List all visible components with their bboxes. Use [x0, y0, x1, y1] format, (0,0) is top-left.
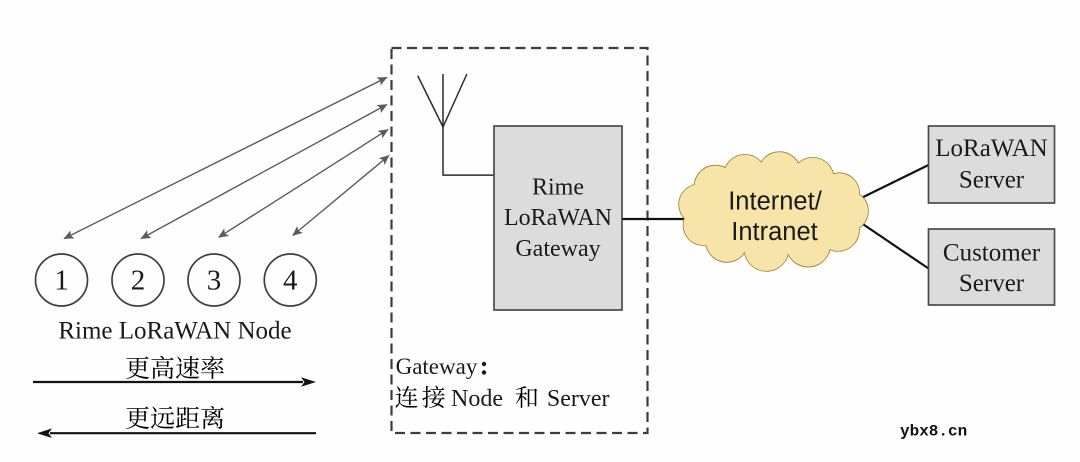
svg-text:Rime: Rime: [532, 175, 584, 201]
svg-text:Server: Server: [959, 167, 1025, 194]
svg-text:Server: Server: [959, 270, 1025, 297]
svg-text:Gateway: Gateway: [515, 236, 600, 262]
svg-text:Internet/: Internet/: [728, 188, 822, 216]
svg-text:LoRaWAN: LoRaWAN: [935, 135, 1047, 162]
svg-text:LoRaWAN: LoRaWAN: [504, 205, 612, 231]
svg-text:Gateway: Gateway: [396, 354, 478, 379]
svg-text:Server: Server: [547, 386, 610, 412]
svg-text:Customer: Customer: [943, 240, 1041, 267]
svg-text:2: 2: [131, 265, 146, 297]
svg-text:Intranet: Intranet: [731, 218, 817, 246]
svg-text:4: 4: [283, 265, 298, 297]
svg-text:3: 3: [207, 265, 222, 297]
svg-text:ybx8.cn: ybx8.cn: [900, 423, 967, 441]
svg-text:1: 1: [54, 265, 69, 297]
svg-text:Node: Node: [451, 386, 503, 412]
svg-text:Rime LoRaWAN Node: Rime LoRaWAN Node: [58, 318, 291, 345]
